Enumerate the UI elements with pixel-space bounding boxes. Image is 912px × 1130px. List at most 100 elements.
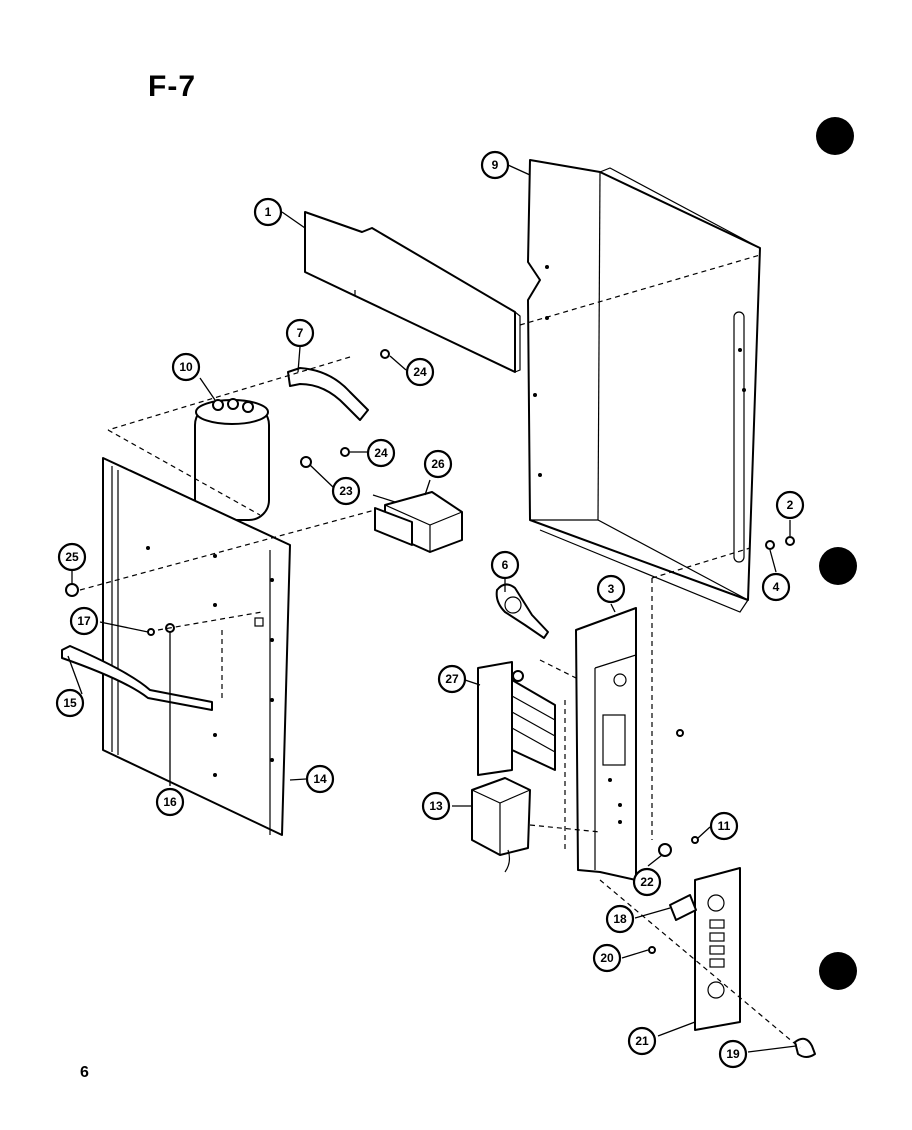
callout-circle <box>437 664 467 694</box>
callout-number: 15 <box>63 696 77 710</box>
callout-circle <box>366 438 396 468</box>
callout-number: 10 <box>179 360 193 374</box>
callout-11: 11 <box>709 811 739 841</box>
callout-circle <box>253 197 283 227</box>
callout-labels: 1972410242326242517151614632713112218202… <box>55 150 805 1069</box>
callout-circle <box>421 791 451 821</box>
callout-circle <box>632 867 662 897</box>
callout-18: 18 <box>605 904 635 934</box>
callout-number: 7 <box>297 326 304 340</box>
callout-9: 9 <box>480 150 510 180</box>
callout-circle <box>480 150 510 180</box>
punch-hole-middle <box>819 547 857 585</box>
part-3-mounting-plate <box>575 607 637 881</box>
callout-17: 17 <box>69 606 99 636</box>
callout-circle <box>405 357 435 387</box>
callout-number: 16 <box>163 795 177 809</box>
callout-22: 22 <box>632 867 662 897</box>
callout-circle <box>57 542 87 572</box>
callout-number: 3 <box>608 582 615 596</box>
callout-circle <box>423 449 453 479</box>
callout-circle <box>709 811 739 841</box>
part-18-lamp <box>669 894 697 921</box>
callout-1: 1 <box>253 197 283 227</box>
callout-10: 10 <box>171 352 201 382</box>
callout-number: 21 <box>635 1034 649 1048</box>
callout-16: 16 <box>155 787 185 817</box>
callout-number: 11 <box>718 819 731 833</box>
callout-7: 7 <box>285 318 315 348</box>
part-7-bracket <box>287 367 369 421</box>
callout-19: 19 <box>718 1039 748 1069</box>
callout-number: 2 <box>787 498 794 512</box>
callout-number: 18 <box>613 912 627 926</box>
hardware-screws <box>65 349 795 954</box>
part-1-cover-strip <box>304 211 521 373</box>
callout-14: 14 <box>305 764 335 794</box>
callout-number: 17 <box>77 614 91 628</box>
callout-number: 22 <box>640 875 654 889</box>
callout-23: 23 <box>331 476 361 506</box>
part-10-capacitor <box>194 398 270 521</box>
callout-24: 24 <box>405 357 435 387</box>
callout-circle <box>171 352 201 382</box>
assembly-dashed-lines <box>79 254 801 1049</box>
part-14-side-panel <box>102 457 291 836</box>
callout-26: 26 <box>423 449 453 479</box>
part-21-face-plate <box>694 867 741 1031</box>
part-27-terminal-block <box>477 661 556 776</box>
callout-number: 13 <box>429 799 443 813</box>
part-15-tube <box>61 645 213 711</box>
callout-circle <box>490 550 520 580</box>
callout-4: 4 <box>761 572 791 602</box>
part-6-switch <box>495 583 549 639</box>
callout-number: 26 <box>431 457 445 471</box>
callout-circle <box>55 688 85 718</box>
callout-circle <box>155 787 185 817</box>
callout-21: 21 <box>627 1026 657 1056</box>
callout-number: 1 <box>265 205 272 219</box>
callout-number: 24 <box>413 365 427 379</box>
callout-25: 25 <box>57 542 87 572</box>
part-13-timer <box>471 777 531 873</box>
callout-number: 14 <box>313 772 327 786</box>
punch-hole-top <box>816 117 854 155</box>
page-title: F-7 <box>148 70 196 103</box>
callout-6: 6 <box>490 550 520 580</box>
callout-circle <box>285 318 315 348</box>
callout-circle <box>761 572 791 602</box>
callout-27: 27 <box>437 664 467 694</box>
callout-circle <box>775 490 805 520</box>
punch-hole-bottom <box>819 952 857 990</box>
page-number: 6 <box>80 1064 89 1081</box>
callout-circle <box>627 1026 657 1056</box>
part-9-rear-panel <box>527 159 761 613</box>
callout-circle <box>718 1039 748 1069</box>
callout-number: 24 <box>374 446 388 460</box>
callout-circle <box>592 943 622 973</box>
callout-15: 15 <box>55 688 85 718</box>
callout-2: 2 <box>775 490 805 520</box>
callout-number: 20 <box>600 951 614 965</box>
callout-circle <box>331 476 361 506</box>
callout-number: 6 <box>502 558 509 572</box>
callout-20: 20 <box>592 943 622 973</box>
callout-number: 4 <box>773 580 780 594</box>
callout-13: 13 <box>421 791 451 821</box>
callout-number: 9 <box>492 158 499 172</box>
callout-circle <box>605 904 635 934</box>
part-26-relay <box>372 491 463 553</box>
part-19-knob <box>794 1037 816 1058</box>
callout-number: 19 <box>726 1047 740 1061</box>
callout-number: 25 <box>65 550 79 564</box>
callout-circle <box>305 764 335 794</box>
callout-number: 23 <box>339 484 353 498</box>
callout-number: 27 <box>445 672 459 686</box>
callout-circle <box>69 606 99 636</box>
callout-24: 24 <box>366 438 396 468</box>
callout-3: 3 <box>596 574 626 604</box>
callout-circle <box>596 574 626 604</box>
callout-leaders <box>67 164 797 1053</box>
